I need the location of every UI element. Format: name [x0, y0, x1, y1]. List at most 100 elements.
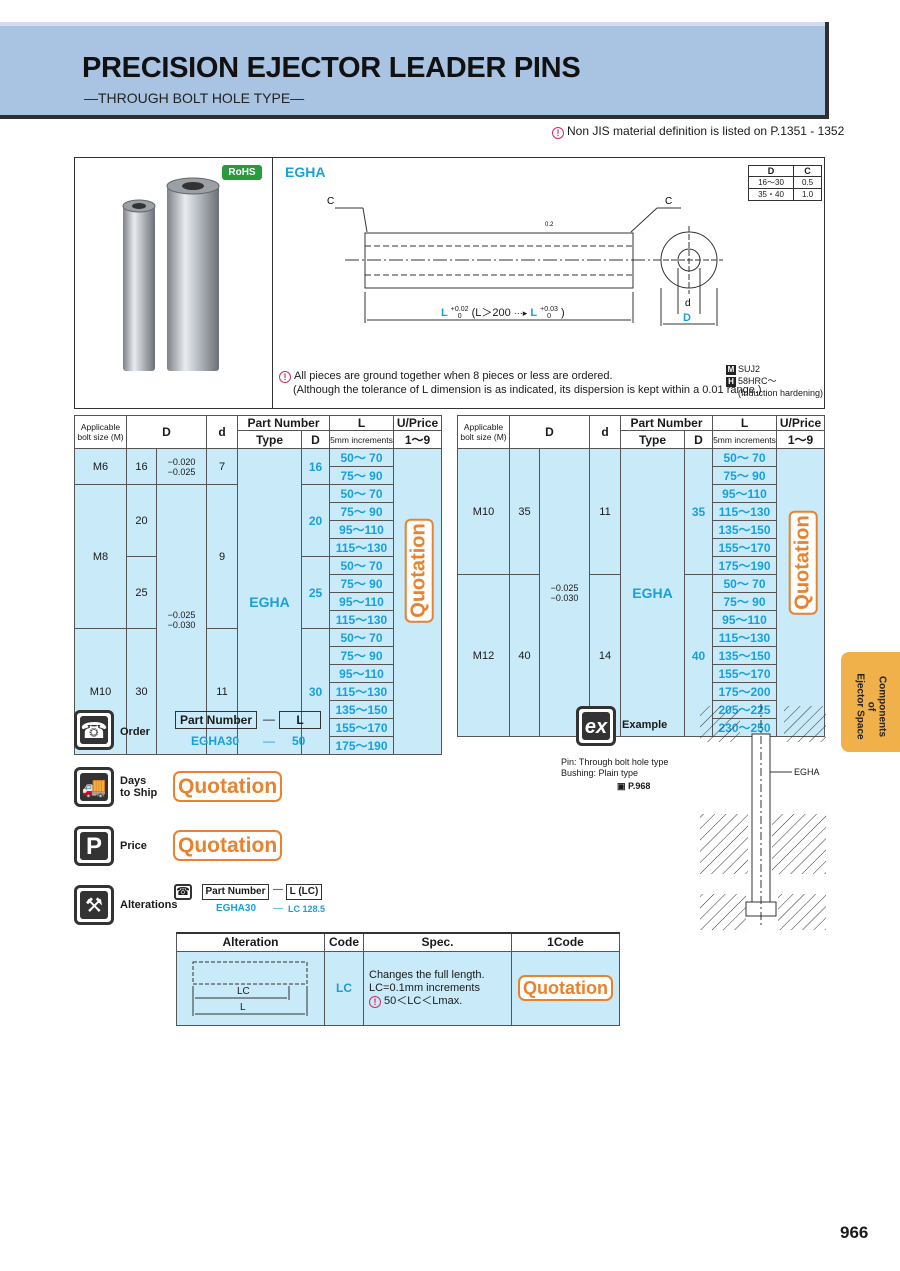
L-cell: 135～150 — [329, 700, 394, 719]
L-cell: 155～170 — [712, 538, 777, 557]
alt-example-part: EGHA30 — [216, 903, 257, 914]
plate-top-left — [700, 706, 740, 742]
quotation-badge-right: Quotation — [788, 510, 818, 615]
D-cell: 16 — [126, 448, 157, 485]
dc-cell: 35・40 — [748, 188, 794, 201]
tol-upper: −0.025 — [167, 609, 196, 620]
alt-quotation: Quotation — [518, 975, 613, 1001]
drawing-l-tol2-zero: 0 — [547, 313, 551, 321]
alteration-icon: ⚒ — [74, 885, 114, 925]
alt-part-number-box: Part Number — [202, 884, 269, 900]
product-photo — [122, 177, 220, 371]
order-example-dash: — — [263, 734, 275, 748]
product-box: RoHS EGHA D C 16～30 0.5 35・40 1.0 — [74, 157, 825, 409]
col-bolt: Applicable bolt size (M) — [74, 415, 127, 449]
drawing-c-right: C — [665, 196, 672, 207]
hardness-text: 58HRC～ — [738, 376, 777, 386]
L-cell: 95～110 — [712, 610, 777, 629]
L-cell: 50～ 70 — [329, 628, 394, 647]
L-cell: 155～170 — [329, 718, 394, 737]
drawing-surface: 0.2 — [545, 222, 554, 228]
alt-lc-label: LC — [237, 985, 250, 997]
example-drawing — [700, 704, 826, 930]
pD-cell: 25 — [301, 556, 330, 629]
type-cell: EGHA — [237, 448, 302, 755]
dc-table: D C 16～30 0.5 35・40 1.0 — [748, 165, 822, 201]
tol-cell: −0.020−0.025 — [156, 448, 207, 485]
plate-bot-right — [778, 894, 826, 930]
L-cell: 135～150 — [712, 646, 777, 665]
L-cell: 75～ 90 — [329, 466, 394, 485]
alt-col-spec: Spec. — [363, 932, 512, 952]
alt-col-alteration: Alteration — [176, 932, 325, 952]
D-cell: 40 — [509, 574, 540, 737]
small-phone-icon: ☎ — [174, 884, 192, 900]
side-tab-line: of — [865, 701, 877, 712]
days-to-ship-value: Quotation — [173, 771, 283, 802]
truck-icon: 🚚 — [74, 767, 114, 807]
material-mark: M — [726, 365, 736, 375]
dc-header-c: C — [793, 165, 822, 177]
alt-L-box: L (LC) — [286, 884, 322, 900]
d-cell: 9 — [206, 484, 238, 629]
price-value: Quotation — [173, 830, 283, 861]
material-note: !Non JIS material definition is listed o… — [552, 124, 844, 139]
L-cell: 115～130 — [712, 628, 777, 647]
hardness-mark: H — [726, 377, 736, 387]
example-label: Example — [622, 719, 668, 731]
col-L: L — [712, 415, 777, 431]
info-icon: ! — [552, 127, 564, 139]
alt-price-cell: Quotation — [511, 950, 620, 1026]
col-uprice-sub: 1～9 — [393, 430, 442, 449]
L-cell: 75～ 90 — [329, 502, 394, 521]
order-dash: — — [263, 712, 275, 726]
book-icon: ▣ — [617, 781, 626, 791]
tol-lower: −0.030 — [550, 592, 579, 603]
section-side-tab[interactable] — [841, 652, 900, 752]
drawing-d-small: d — [685, 298, 691, 309]
alt-col-code: Code — [324, 932, 364, 952]
header-edge — [825, 22, 829, 118]
col-pD: D — [684, 430, 713, 449]
D-cell: 35 — [509, 448, 540, 575]
L-cell: 135～150 — [712, 520, 777, 539]
d-cell: 11 — [206, 628, 238, 755]
pD-cell: 16 — [301, 448, 330, 485]
grinding-note-text: All pieces are ground together when 8 pi… — [294, 370, 613, 382]
D-cell: 25 — [126, 556, 157, 629]
pD-cell: 40 — [684, 574, 713, 737]
spec-table-right: Applicable bolt size (M) D d Part Number… — [457, 415, 825, 737]
days-label-line2: to Ship — [120, 787, 158, 799]
col-uprice: U/Price — [393, 415, 442, 431]
days-label: Days to Ship — [120, 775, 157, 799]
arrow-icon: ⋯▸ — [513, 308, 528, 318]
material-note-text: Non JIS material definition is listed on… — [567, 124, 845, 138]
example-note-line2: Bushing: Plain type — [561, 768, 639, 778]
dc-cell: 1.0 — [793, 188, 822, 201]
pin-large — [167, 186, 219, 371]
L-cell: 50～ 70 — [329, 556, 394, 575]
example-note: Pin: Through bolt hole type Bushing: Pla… — [561, 757, 668, 779]
L-cell: 115～130 — [712, 502, 777, 521]
col-L-sub: 5mm increments — [712, 430, 777, 449]
product-box-divider — [272, 158, 273, 408]
drawing-l-tol2-plus: +0.03 — [540, 306, 558, 314]
L-cell: 95～110 — [712, 484, 777, 503]
tolerance-note: (Although the tolerance of L dimension i… — [293, 384, 762, 396]
pD-cell: 35 — [684, 448, 713, 575]
technical-drawing: C C 0.2 d — [327, 196, 723, 326]
example-reference[interactable]: ▣ P.968 — [617, 781, 650, 792]
alt-spec-line3-text: 50＜LC＜Lmax. — [384, 994, 463, 1007]
pin-small — [123, 206, 155, 371]
drawing-l-tol-plus: +0.02 — [450, 306, 469, 314]
order-label: Order — [120, 726, 150, 738]
order-part-number-box: Part Number — [175, 711, 257, 729]
L-cell: 50～ 70 — [712, 574, 777, 593]
alt-diagram-cell: LC L — [176, 950, 325, 1026]
D-cell: 20 — [126, 484, 157, 557]
price-label: Price — [120, 840, 147, 852]
